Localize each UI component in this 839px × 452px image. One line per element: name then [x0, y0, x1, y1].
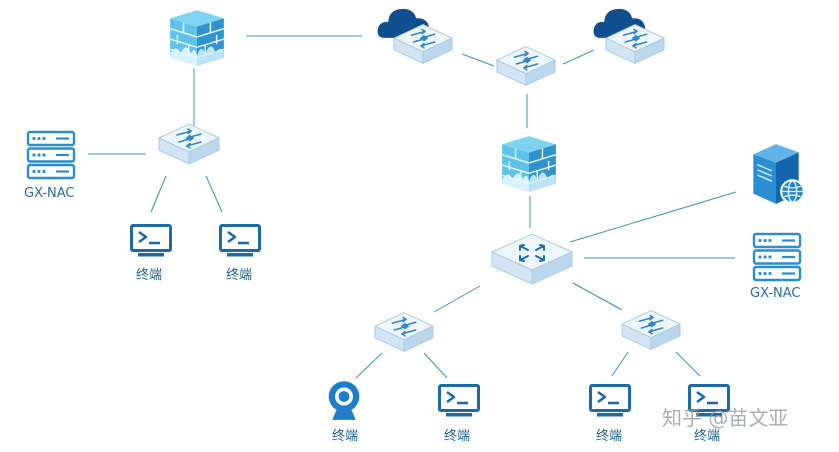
rack-server-icon	[752, 232, 802, 282]
link-sw1-term2	[205, 175, 223, 213]
terminal-icon	[130, 224, 172, 258]
nac-label-right: GX-NAC	[750, 286, 801, 301]
link-sw4-term2	[675, 351, 701, 377]
link-sw4-term1	[611, 351, 629, 377]
link-cloudsw2-hub	[562, 49, 595, 65]
router-icon	[491, 233, 573, 285]
link-sw1-term1	[150, 175, 167, 213]
terminal-label: 终端	[332, 429, 359, 444]
terminal-label: 终端	[596, 429, 623, 444]
watermark: 知乎 @苗文亚	[662, 406, 789, 430]
terminal-label: 终端	[136, 268, 163, 283]
nac-label-left: GX-NAC	[24, 186, 75, 201]
connection-lines	[88, 35, 737, 379]
switch-icon	[374, 311, 434, 353]
switch-icon	[621, 309, 681, 351]
firewall-icon	[501, 135, 557, 193]
web-server-icon	[752, 143, 806, 205]
link-router-web	[569, 191, 737, 243]
firewall-icon	[169, 9, 225, 67]
switch-icon	[158, 123, 220, 165]
link-sw3-term	[423, 352, 448, 379]
link-router-sw4	[572, 282, 623, 311]
terminal-icon	[438, 384, 480, 418]
switch-icon	[496, 45, 556, 87]
terminal-icon	[589, 384, 631, 418]
link-sw3-cam	[355, 352, 383, 379]
terminal-icon	[219, 224, 261, 258]
link-cloudsw1-hub	[461, 53, 495, 67]
link-router-sw3	[433, 285, 481, 313]
terminal-label: 终端	[694, 429, 721, 444]
camera-icon	[328, 381, 360, 420]
terminal-label: 终端	[444, 429, 471, 444]
rack-server-icon	[26, 130, 76, 180]
terminal-label: 终端	[226, 268, 253, 283]
